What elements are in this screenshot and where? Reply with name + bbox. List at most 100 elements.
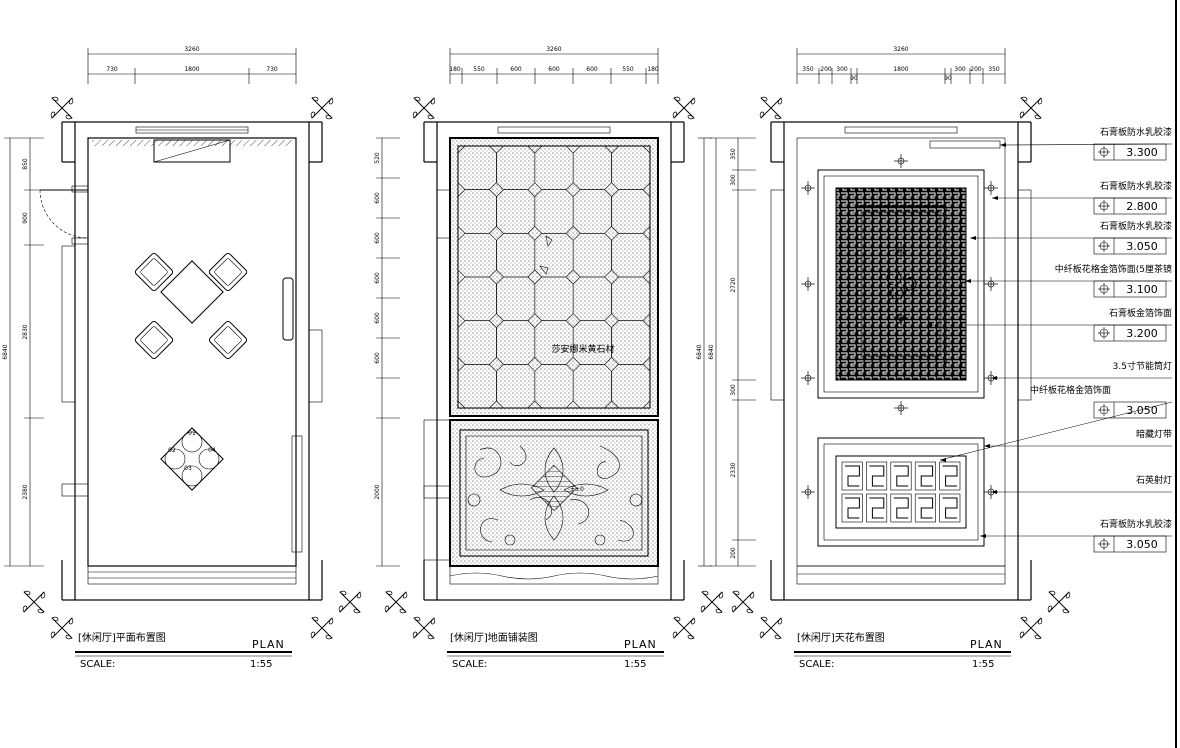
- compass-icon: [310, 616, 334, 640]
- sub-dim: 600: [586, 66, 598, 73]
- leader-arrow: [965, 279, 971, 283]
- wall-panel: [282, 277, 294, 341]
- leader-arrow: [1000, 143, 1006, 147]
- overall-length-dim: 6840: [696, 344, 703, 359]
- compass-icon: [338, 590, 362, 614]
- leader-arrow: [926, 323, 932, 327]
- sub-dim: 600: [374, 352, 381, 364]
- sub-dim: 600: [510, 66, 522, 73]
- sub-dim: 300: [730, 174, 737, 186]
- plan-label: PLAN: [624, 638, 657, 651]
- downlight-icon: [983, 180, 999, 196]
- lattice-cell: [939, 461, 961, 491]
- sub-dim: 600: [374, 192, 381, 204]
- left-dimension: 6840 850 900 2830 2380: [2, 137, 44, 567]
- compass-icon: [50, 616, 74, 640]
- sub-dim: 730: [106, 66, 118, 73]
- octagon-tile: [611, 364, 651, 409]
- scale-label: SCALE:: [80, 659, 115, 670]
- annotation-text: 中纤板花格金箔饰面: [1030, 384, 1111, 396]
- ceiling-plan-drawing: 3260 350 200 300 90 1800 90 300 200 350 …: [708, 46, 1173, 670]
- scale-value: 1:55: [972, 659, 994, 670]
- leader-arrow: [984, 444, 990, 448]
- lattice-cell: [914, 461, 936, 491]
- elevation-value: 3.050: [1126, 538, 1158, 551]
- lattice-fret: [893, 497, 909, 519]
- octagon-tile: [572, 364, 612, 409]
- floor-material-label: 莎安娜米黄石材: [551, 343, 614, 355]
- sub-dim: 2330: [730, 462, 737, 477]
- scale-label: SCALE:: [452, 659, 487, 670]
- annotation-text: 暗藏灯带: [1136, 428, 1172, 440]
- sub-dim: 600: [374, 312, 381, 324]
- compass-icon: [759, 616, 783, 640]
- lattice-fret: [845, 497, 860, 519]
- octagon-tile: [457, 364, 497, 409]
- sub-dim: 2830: [22, 324, 29, 339]
- plan-label: PLAN: [970, 638, 1003, 651]
- overall-width-dim: 3260: [546, 46, 561, 53]
- leader-arrow: [991, 490, 997, 494]
- lattice-fret: [869, 465, 885, 487]
- sub-dim: 90: [850, 75, 858, 82]
- leader-arrow: [991, 376, 997, 380]
- left-dimension: 520 600 600 600 600 600 2000: [374, 137, 400, 567]
- sub-dim: 600: [374, 232, 381, 244]
- sub-dim: 200: [970, 66, 982, 73]
- elevation-value: 3.200: [1126, 327, 1158, 340]
- sub-dim: 200: [820, 66, 832, 73]
- medallion-label: ±±0: [570, 486, 584, 493]
- lattice-cell: [939, 493, 961, 523]
- overall-width-dim: 3260: [893, 46, 908, 53]
- downlight-icon: [983, 276, 999, 292]
- tv-cabinet: [153, 139, 231, 163]
- sub-dim: 200: [730, 547, 737, 559]
- sub-dim: 180: [449, 66, 461, 73]
- annotation-text: 3.5寸节能筒灯: [1113, 360, 1172, 372]
- compass-icon: [1019, 616, 1043, 640]
- left-dimension: 6840 350 300 2720 300 2330 200: [708, 137, 756, 567]
- compass-icon: [310, 96, 334, 120]
- compass-icon: [1019, 96, 1043, 120]
- sub-dim: 300: [954, 66, 966, 73]
- upper-ceiling-feature: [817, 169, 985, 399]
- sub-dim: 180: [647, 66, 659, 73]
- elevation-box: [1093, 143, 1167, 161]
- stool-number: 02: [168, 447, 176, 454]
- overall-length-dim: 6840: [2, 344, 9, 359]
- annotation-text: 石膏板防水乳胶漆: [1100, 126, 1172, 138]
- coffee-table-set: 01 02 03 04: [160, 427, 224, 491]
- elevation-value: 3.300: [1126, 146, 1158, 159]
- sub-dim: 2380: [22, 484, 29, 499]
- top-dimension: 3260 730 1800 730: [87, 46, 297, 84]
- floor-finish-drawing: 3260 180 550 600 600 600 550 180 520 600…: [374, 46, 724, 670]
- drawing-title: [休闲厅]天花布置图: [797, 631, 885, 644]
- downlight-icon: [893, 400, 909, 416]
- stool-number: 04: [208, 447, 216, 454]
- lattice-cell: [866, 493, 888, 523]
- lower-ceiling-feature: [817, 437, 985, 547]
- spotlight-icon: [800, 484, 816, 500]
- lattice-fret: [942, 497, 958, 519]
- sub-dim: 520: [374, 152, 381, 164]
- downlight-icon: [800, 180, 816, 196]
- octagon-tile: [534, 364, 574, 409]
- compass-icon: [759, 96, 783, 120]
- downlight-icon: [800, 276, 816, 292]
- wall-niche: [61, 483, 89, 497]
- floor-plan-drawing: 3260 730 1800 730 6840 850 900 2830 2380: [2, 46, 362, 670]
- lattice-cell: [890, 493, 912, 523]
- sub-dim: 1800: [184, 66, 199, 73]
- tiled-floor-area: 莎安娜米黄石材: [449, 137, 659, 417]
- lattice-fret: [869, 497, 885, 519]
- overall-width-dim: 3260: [184, 46, 199, 53]
- elevation-box: [1093, 324, 1167, 342]
- scale-value: 1:55: [624, 659, 646, 670]
- elevation-value: 3.100: [1126, 283, 1158, 296]
- top-dimension: 3260 180 550 600 600 600 550 180: [449, 46, 659, 84]
- stool-number: 03: [184, 465, 192, 472]
- lattice-fret: [942, 465, 958, 487]
- lattice-fret: [918, 497, 934, 519]
- compass-icon: [672, 96, 696, 120]
- sub-dim: 90: [944, 75, 952, 82]
